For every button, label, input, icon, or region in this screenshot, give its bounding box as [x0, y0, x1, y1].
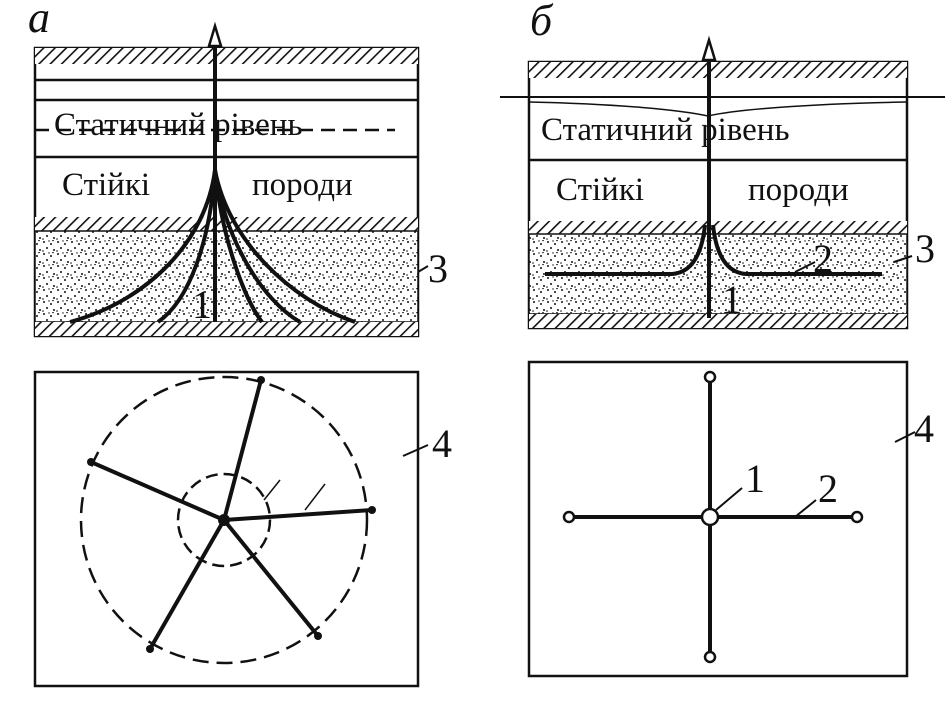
panel-a-well-head [207, 21, 223, 48]
panel-b: б Статичний рівень Стійкі породи 1 2 [500, 0, 945, 678]
panel-a-plan-frame [33, 370, 420, 688]
panel-b-label-2: 2 [813, 236, 833, 281]
panel-b-title: б [530, 0, 554, 45]
panel-a-label-4: 4 [432, 421, 452, 466]
panel-b-leader-1 [715, 487, 743, 511]
panel-b-leader-3 [893, 255, 913, 263]
panel-b-drain [545, 224, 707, 276]
panel-a-drain [69, 169, 217, 324]
panel-b-bedrock [529, 314, 907, 328]
panel-b-rock-left-label: Стійкі [556, 172, 644, 208]
panel-b-rock-right-label: породи [748, 172, 849, 208]
panel-a-drain-end [314, 632, 322, 640]
panel-a-rock-right-label: породи [252, 167, 353, 203]
panel-a-aquifer-sand [34, 230, 419, 323]
panel-b-leader-2-plan [794, 499, 817, 518]
panel-a-drain-end [146, 645, 154, 653]
panel-a-drain-plan [222, 379, 263, 521]
panel-a-drain-plan [223, 508, 373, 522]
panel-a-plan-tick [304, 483, 326, 511]
panel-a-static-level-label: Статичний рівень [54, 107, 303, 143]
panel-b-drain-end [562, 510, 576, 524]
panel-a-section: Статичний рівень Стійкі породи 1 3 [33, 21, 448, 338]
panel-a-leader-3 [417, 265, 429, 273]
panel-a-plan: 4 [33, 370, 452, 688]
panel-b-drain-end [703, 650, 717, 664]
panel-a-drain-plan [148, 519, 226, 650]
panel-a-surface-soil [35, 48, 418, 64]
panel-a-outer-circle [79, 375, 369, 665]
panel-a-drain-plan [90, 460, 225, 522]
panel-a-drain [213, 169, 356, 324]
panel-a-drain-end [257, 376, 265, 384]
panel-b-plan: 1 2 4 [527, 360, 934, 678]
panel-b-well-head [701, 35, 717, 62]
panel-b-label-3: 3 [915, 226, 935, 271]
panel-b-leader-4 [894, 431, 916, 443]
panel-a-plan-tick [263, 479, 281, 501]
panel-b-well-plan [700, 507, 720, 527]
panel-b-drain [711, 224, 882, 276]
panel-a-drain-plan [222, 518, 320, 638]
panel-b-leader-2 [794, 261, 816, 273]
panel-b-plan-label-4: 4 [914, 406, 934, 451]
panel-a-well-plan [218, 514, 230, 526]
panel-a-title: а [28, 0, 50, 42]
panel-a-inner-circle [176, 472, 272, 568]
panel-a-bedrock [35, 322, 418, 336]
panel-a-leader-4 [402, 444, 429, 457]
panel-a-drain-end [87, 458, 95, 466]
panel-a-label-1: 1 [192, 282, 212, 327]
panel-b-plan-label-2: 2 [818, 466, 838, 511]
panel-a-rock-left-label: Стійкі [62, 167, 150, 203]
panel-b-surface-soil [529, 62, 907, 78]
panel-b-section: Статичний рівень Стійкі породи 1 2 3 [500, 35, 945, 330]
panel-b-static-level-label: Статичний рівень [541, 112, 790, 148]
panel-a-drain-end [368, 506, 376, 514]
panel-a-label-3: 3 [428, 246, 448, 291]
panel-b-label-1: 1 [722, 277, 742, 322]
panel-a: а Статичний рівень Стійкі породи 1 [28, 0, 452, 688]
panel-b-plan-label-1: 1 [745, 456, 765, 501]
panel-a-drain [156, 169, 217, 324]
panel-b-drain-end [703, 370, 717, 384]
panel-b-confining-layer [529, 221, 907, 234]
panel-b-drain-end [850, 510, 864, 524]
